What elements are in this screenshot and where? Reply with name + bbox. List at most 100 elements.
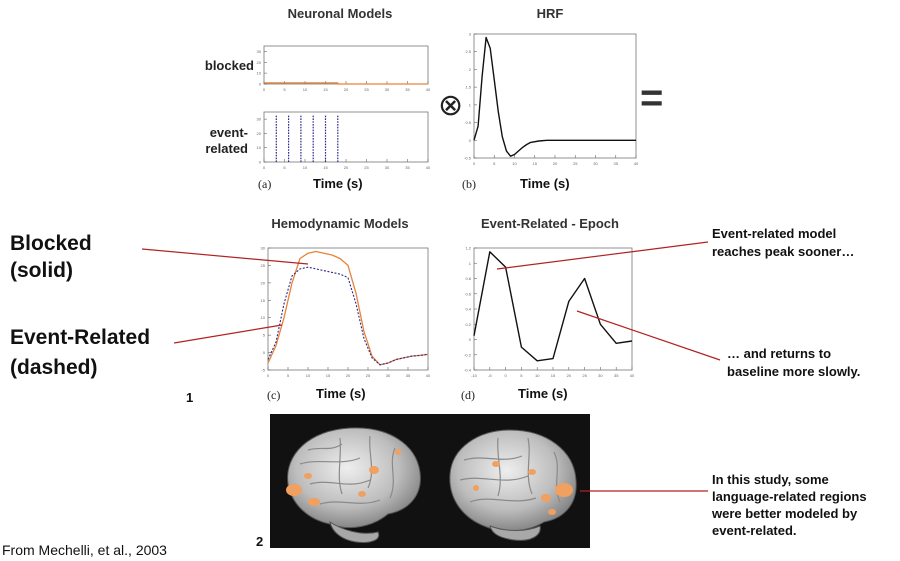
activation-spot	[286, 484, 302, 496]
y-tick-label: 30	[257, 117, 262, 122]
xlabel-c: Time (s)	[316, 386, 366, 401]
plot-frame	[263, 45, 429, 85]
y-tick-label: 0.5	[465, 120, 471, 125]
x-tick-label: 35	[406, 373, 411, 378]
plot-frame	[473, 247, 633, 371]
x-tick-label: 35	[614, 161, 619, 166]
series-line-1	[473, 36, 636, 157]
x-tick-label: 10	[303, 87, 308, 92]
x-tick-label: 30	[385, 87, 390, 92]
x-tick-label: 0	[263, 165, 266, 170]
x-tick-label: 30	[385, 165, 390, 170]
x-tick-label: 0	[263, 87, 266, 92]
label-event-1: Event-Related	[10, 326, 151, 349]
equals-operator: =	[640, 76, 664, 120]
x-tick-label: 10	[512, 161, 517, 166]
subfig-label-c: (c)	[267, 388, 281, 402]
x-tick-label: 10	[535, 373, 540, 378]
activation-spot	[369, 466, 379, 474]
y-tick-label: -0.4	[464, 368, 472, 373]
x-tick-label: -5	[488, 373, 492, 378]
x-tick-label: 0	[267, 373, 270, 378]
y-tick-label: 10	[257, 71, 262, 76]
x-tick-label: 25	[364, 87, 369, 92]
x-tick-label: 5	[283, 87, 286, 92]
x-tick-label: 35	[405, 87, 410, 92]
y-tick-label: 10	[261, 315, 266, 320]
y-tick-label: 0	[259, 160, 262, 165]
annotation-peak-1: Event-related model	[712, 226, 837, 241]
x-tick-label: 25	[582, 373, 587, 378]
x-tick-label: 15	[326, 373, 331, 378]
x-tick-label: 5	[283, 165, 286, 170]
activation-spot	[492, 461, 500, 467]
brain-figure	[270, 414, 590, 548]
convolve-operator: ⊗	[438, 88, 464, 123]
row-label-blocked: blocked	[204, 58, 254, 73]
y-tick-label: 20	[261, 280, 266, 285]
row-label-event-2: related	[205, 141, 248, 156]
x-tick-label: 20	[553, 161, 558, 166]
y-tick-label: 5	[263, 333, 266, 338]
brain-right-hemisphere	[449, 429, 577, 541]
x-tick-label: 5	[287, 373, 290, 378]
y-tick-label: 0.8	[465, 276, 471, 281]
y-tick-label: 1	[469, 102, 472, 107]
y-tick-label: 0	[469, 138, 472, 143]
y-tick-label: 2	[469, 67, 472, 72]
annotation-study-3: were better modeled by	[712, 506, 858, 521]
label-blocked-2: (solid)	[10, 259, 73, 282]
y-tick-label: 0	[469, 337, 472, 342]
panel-title-neuronal: Neuronal Models	[287, 6, 393, 21]
y-tick-label: 3	[469, 32, 472, 37]
y-tick-label: 0.2	[465, 322, 471, 327]
annotation-baseline-2: baseline more slowly.	[727, 364, 861, 379]
x-tick-label: 15	[323, 87, 328, 92]
y-tick-label: 1	[469, 261, 472, 266]
activation-spot	[528, 469, 536, 475]
panel-title-hemodynamic: Hemodynamic Models	[271, 216, 409, 231]
x-tick-label: 5	[520, 373, 523, 378]
panel-title-hrf: HRF	[536, 6, 564, 21]
plot-frame	[473, 33, 637, 159]
y-tick-label: 0.4	[465, 307, 471, 312]
y-tick-label: 0	[259, 82, 262, 87]
activation-spot	[395, 449, 401, 455]
activation-spot	[304, 473, 312, 479]
y-tick-label: 30	[261, 246, 266, 251]
subfig-label-d: (d)	[461, 388, 475, 402]
figure-number-1: 1	[186, 390, 194, 405]
x-tick-label: 0	[504, 373, 507, 378]
annotation-study-2: language-related regions	[712, 489, 867, 504]
subfig-label-a: (a)	[258, 177, 272, 191]
annotation-study-1: In this study, some	[712, 472, 829, 487]
y-tick-label: 30	[257, 49, 262, 54]
y-tick-label: -0.5	[464, 156, 472, 161]
series-line-2	[267, 266, 429, 366]
x-tick-label: 15	[323, 165, 328, 170]
xlabel-a: Time (s)	[313, 176, 363, 191]
y-tick-label: -0.2	[464, 352, 472, 357]
x-tick-label: 10	[303, 165, 308, 170]
series-line-1	[264, 82, 428, 85]
x-tick-label: 40	[630, 373, 635, 378]
activation-spot	[548, 509, 556, 515]
x-tick-label: 30	[593, 161, 598, 166]
subfig-label-b: (b)	[462, 177, 476, 191]
x-tick-label: 25	[364, 165, 369, 170]
x-tick-label: 20	[344, 87, 349, 92]
x-tick-label: 40	[426, 373, 431, 378]
plot-frame	[267, 247, 429, 371]
x-tick-label: 20	[344, 165, 349, 170]
y-tick-label: 10	[257, 145, 262, 150]
y-tick-label: 2.5	[465, 49, 471, 54]
x-tick-label: -10	[471, 373, 478, 378]
y-tick-label: 20	[257, 131, 262, 136]
x-tick-label: 25	[366, 373, 371, 378]
brain-left-hemisphere	[286, 427, 421, 543]
x-tick-label: 25	[573, 161, 578, 166]
x-tick-label: 40	[634, 161, 639, 166]
xlabel-d: Time (s)	[518, 386, 568, 401]
